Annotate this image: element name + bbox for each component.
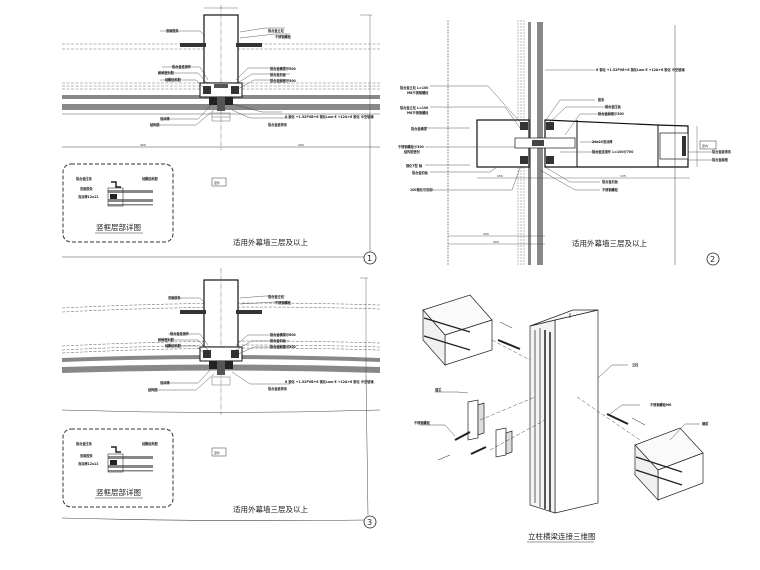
label2-l0: 铝合金立柱 L=100: [400, 85, 429, 90]
iso-label-bolt-m6: 不锈钢螺栓M6: [650, 402, 672, 407]
label2-r8: 铝合金装饰条: [712, 149, 732, 154]
detail-number-2: [706, 252, 720, 266]
label-l4: 泡沫棒: [160, 116, 170, 121]
svg-text:3: 3: [367, 518, 372, 527]
label3-l4: 泡沫棒: [160, 380, 170, 385]
inset-detail-box: [62, 163, 174, 243]
panel-1-caption: 适用外幕墙三层及以上: [233, 237, 308, 247]
inset3-label-0: 铝合金压条: [76, 441, 93, 446]
label2-r4: 20x20泡沫棒: [592, 139, 613, 144]
label2-r6: 铝合金扣板: [602, 179, 619, 184]
label2-r9: 铝合金副框: [712, 157, 729, 162]
label-l0: 双面胶条: [166, 28, 180, 33]
label3-r1: 不锈钢螺栓: [275, 300, 292, 305]
label3-r5: 铝合金装饰条: [268, 386, 288, 391]
label2-l8: 铝合金扣板: [412, 170, 429, 175]
inset-label-0: 铝合金压条: [76, 176, 93, 181]
dim-2-0: 150: [497, 174, 503, 178]
inset-label-1: 硅酮结构胶: [142, 176, 159, 181]
label2-l3: M8不锈钢螺栓: [407, 110, 429, 115]
label3-r4: 铝合金副框@300: [270, 344, 297, 349]
section-detail-1: 400 400 双面胶条 铝合金连接件 耐候密封胶 硅酮结构胶 泡沫棒 结构胶 …: [62, 5, 380, 265]
dim-right: 400: [298, 143, 304, 147]
label-r2: 铝合金横梁@500: [270, 66, 297, 71]
label2-l5: 不锈钢螺栓@300: [398, 144, 425, 149]
label3-r2: 铝合金横梁@500: [270, 332, 297, 337]
column-front: [554, 309, 599, 514]
label-r4: 铝合金副框@300: [270, 78, 297, 83]
section-detail-2: 150 135 200 200 铝合金立柱 L=100 M8不锈钢螺栓 铝合金立…: [398, 20, 732, 266]
detail-number-3: [363, 515, 377, 529]
label-r3: 铝合金扣板: [270, 72, 287, 77]
section-detail-3: 双面胶条 铝合金连接件 耐候密封胶 硅酮结构胶 泡沫棒 结构胶 铝合金立柱 不锈…: [61, 268, 381, 529]
label2-r3: 铝合金副框@300: [598, 111, 625, 116]
label3-l0: 双面胶条: [168, 295, 182, 300]
label3-l5: 结构胶: [148, 387, 158, 392]
detail-number-1: [363, 251, 377, 265]
panel-2-caption: 适用外幕墙三层及以上: [572, 238, 647, 248]
label2-r0: 6 钢化 +1.52PVB+6 钢化Low-E +12A+6 钢化 中空玻璃: [596, 67, 685, 72]
svg-text:2: 2: [710, 255, 715, 264]
panel-3-caption: 适用外幕墙三层及以上: [233, 504, 308, 514]
inset3-label-2: 双面胶条: [80, 453, 94, 458]
iso-label-column: 立柱: [632, 362, 639, 367]
panel-4-caption: 立柱横梁连接三维图: [528, 531, 596, 541]
label2-r5: 铝合金连接件 L=100@700: [592, 149, 634, 154]
label2-l4: 铝合金横梁: [411, 126, 428, 131]
label3-r3: 铝合金扣板: [270, 338, 287, 343]
label2-r2: 铝合金压板: [605, 104, 622, 109]
label2-l2: 铝合金立柱 L=100: [400, 105, 429, 110]
inset-label-3: 泡沫棒12x12: [78, 194, 99, 199]
label-r1: 不锈钢螺栓: [275, 34, 292, 39]
label3-l3: 硅酮结构胶: [165, 343, 182, 348]
label3-l1: 铝合金连接件: [170, 331, 190, 336]
glass-spec-label: 6 钢化 +1.52PVB+6 钢化Low-E +12A+6 钢化 中空玻璃: [285, 114, 374, 119]
dim-2-3: 200: [493, 240, 499, 244]
iso-label-beam: 横梁: [702, 421, 709, 426]
iso-label-insert: 插芯: [435, 387, 442, 392]
room-label-3: 室外: [214, 450, 220, 455]
label3-r0: 铝合金立柱: [268, 294, 285, 299]
inset-detail-box-3: [62, 428, 174, 508]
label-l5: 结构胶: [150, 122, 160, 127]
isometric-connection-view: [420, 294, 704, 514]
label2-r1: 胶条: [598, 97, 605, 102]
dim-2-1: 135: [620, 174, 626, 178]
label2-r7: 不锈钢螺栓: [602, 187, 619, 192]
room-label-2: 室内: [702, 143, 708, 148]
inset3-label-1: 硅酮结构胶: [142, 441, 159, 446]
inset3-label-3: 泡沫棒12x12: [78, 461, 99, 466]
label2-l9: 100钢化可拆卸: [410, 187, 433, 192]
label2-l7: 钢化T型 轴: [406, 163, 423, 168]
label2-l1: M8不锈钢螺栓: [407, 90, 429, 95]
label3-l2: 耐候密封胶: [158, 337, 175, 342]
label2-l6: 结构胶密封: [404, 149, 421, 154]
dim-left: 400: [140, 143, 146, 147]
inset-label-2: 双面胶条: [80, 186, 94, 191]
label-l2: 耐候密封胶: [158, 70, 175, 75]
dim-2-2: 200: [483, 232, 489, 236]
label-l1: 铝合金连接件: [172, 64, 192, 69]
label-l3: 硅酮结构胶: [165, 77, 182, 82]
inset-title-3: 竖框层部详图: [96, 487, 141, 497]
svg-text:1: 1: [367, 254, 372, 263]
label-r5: 铝合金装饰条: [268, 122, 288, 127]
label-r0: 铝合金立柱: [268, 28, 285, 33]
room-label: 室外: [214, 180, 220, 185]
inset-title: 竖框层部详图: [96, 222, 141, 232]
glass-spec-label-3: 6 钢化 +1.52PVB+6 钢化Low-E +12A+6 钢化 中空玻璃: [285, 379, 374, 384]
iso-label-bolt: 不锈钢螺栓: [414, 420, 431, 425]
